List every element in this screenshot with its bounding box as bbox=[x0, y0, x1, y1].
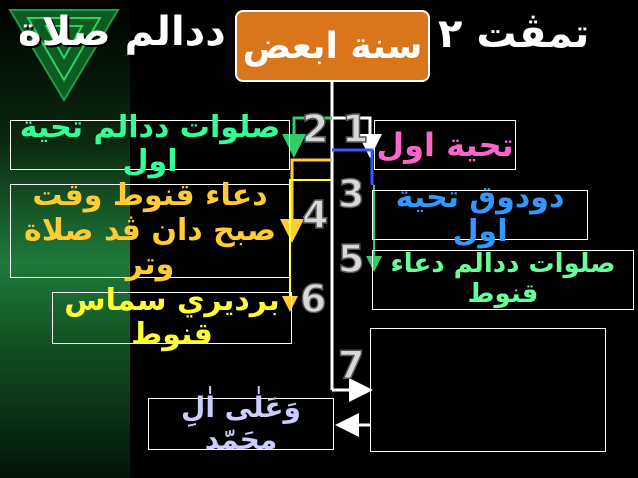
selawat-tahiyyah-awwal-box: صلوات ددالم تحية اول bbox=[10, 110, 290, 179]
selawat-doa-qunut-box: صلوات ددالم دعاء قنوط bbox=[372, 249, 634, 310]
berdiri-qunut-text: برديري سماس قنوط bbox=[64, 282, 280, 352]
step-number-6: 6 bbox=[299, 277, 327, 321]
berdiri-qunut-box: برديري سماس قنوط bbox=[52, 283, 292, 352]
step-number-7: 7 bbox=[337, 343, 365, 387]
doa-qunut-box: دعاء قنوط وقت صبح دان ڤد صلاة وتر bbox=[10, 179, 290, 282]
step-number-4: 4 bbox=[301, 193, 329, 237]
dudukan-tahiyyah-awwal-box: دودوق تحية اول bbox=[372, 180, 588, 249]
ali-muhammad-text: وَعَلٰى اٰلِ محَمّد bbox=[181, 390, 301, 456]
selawat-doa-qunut-text: صلوات ددالم دعاء قنوط bbox=[390, 249, 616, 309]
title-right-text: تمڤت ٢ bbox=[438, 11, 590, 57]
green-triangle-logo-icon bbox=[8, 9, 120, 102]
step-number-1: 1 bbox=[341, 107, 369, 151]
center-title-text: سنة ابعض bbox=[242, 25, 423, 67]
tahiyyah-awwal-box: تحية اول bbox=[374, 120, 516, 170]
doa-qunut-text: دعاء قنوط وقت صبح دان ڤد صلاة وتر bbox=[24, 178, 276, 283]
selawat-tahiyyah-awwal-text: صلوات ددالم تحية اول bbox=[19, 109, 281, 179]
ali-muhammad-box: وَعَلٰى اٰلِ محَمّد bbox=[148, 391, 334, 456]
empty-box bbox=[370, 328, 606, 452]
step-number-2: 2 bbox=[301, 107, 329, 151]
step-number-3: 3 bbox=[337, 172, 365, 216]
tahiyyah-awwal-text: تحية اول bbox=[376, 125, 514, 164]
step-number-5: 5 bbox=[337, 237, 365, 281]
center-title-box: سنة ابعض bbox=[235, 10, 430, 82]
dudukan-tahiyyah-awwal-text: دودوق تحية اول bbox=[395, 179, 565, 249]
title-left-text: ددالم صلاة bbox=[18, 9, 226, 55]
